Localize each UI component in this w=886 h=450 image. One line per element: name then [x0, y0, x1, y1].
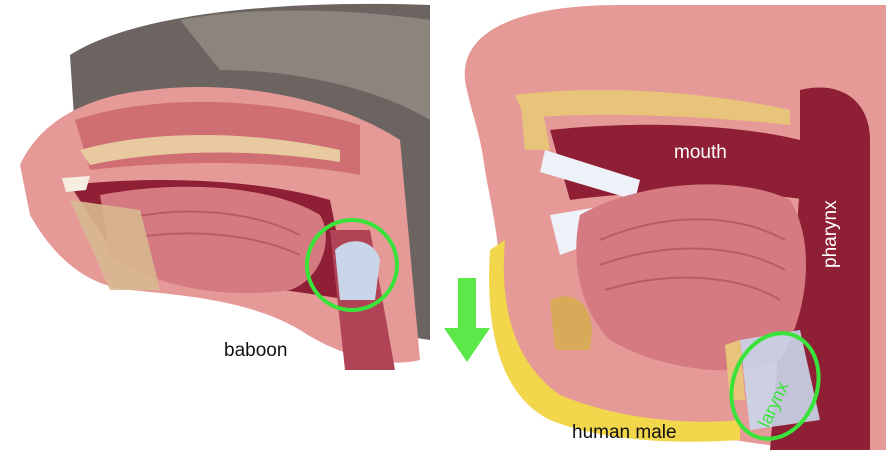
human-male-label: human male [572, 422, 677, 444]
pharynx-label: pharynx [820, 200, 842, 268]
baboon-anatomy-drawing [0, 0, 430, 450]
baboon-label: baboon [224, 340, 287, 362]
baboon-illustration [0, 0, 430, 450]
mouth-label: mouth [674, 142, 727, 164]
